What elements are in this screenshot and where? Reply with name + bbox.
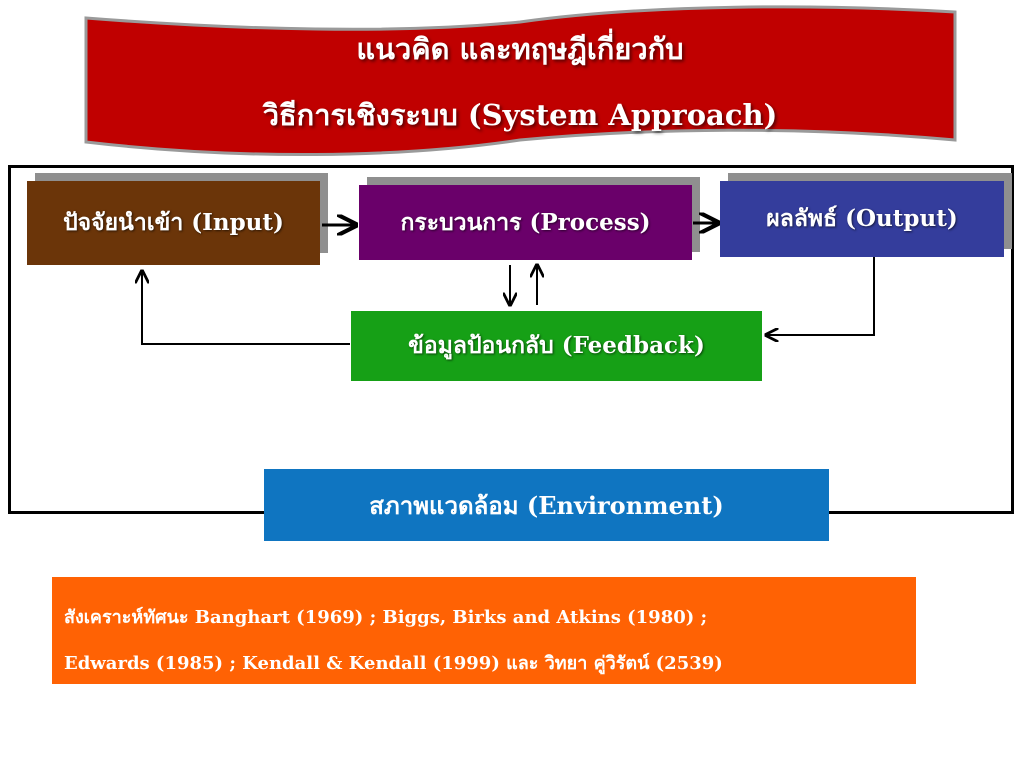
- input-label: ปัจจัยนำเข้า (Input): [63, 209, 284, 236]
- environment-box: สภาพแวดล้อม (Environment): [264, 469, 829, 541]
- output-box: ผลลัพธ์ (Output): [720, 181, 1004, 257]
- reference-box: สังเคราะห์ทัศนะ Banghart (1969) ; Biggs,…: [52, 577, 916, 684]
- reference-line-1: สังเคราะห์ทัศนะ Banghart (1969) ; Biggs,…: [64, 607, 708, 628]
- feedback-box: ข้อมูลป้อนกลับ (Feedback): [351, 311, 762, 381]
- environment-label: สภาพแวดล้อม (Environment): [369, 490, 724, 520]
- title-banner-shape: [84, 5, 957, 157]
- title-line-2: วิธีการเชิงระบบ (System Approach): [262, 98, 778, 132]
- output-label: ผลลัพธ์ (Output): [766, 205, 958, 232]
- input-box: ปัจจัยนำเข้า (Input): [27, 181, 320, 265]
- process-box: กระบวนการ (Process): [359, 185, 692, 260]
- feedback-label: ข้อมูลป้อนกลับ (Feedback): [408, 332, 705, 359]
- reference-line-2: Edwards (1985) ; Kendall & Kendall (1999…: [64, 653, 723, 674]
- process-label: กระบวนการ (Process): [400, 208, 651, 236]
- title-line-1: แนวคิด และทฤษฎีเกี่ยวกับ: [356, 32, 684, 66]
- title-banner: [84, 5, 957, 157]
